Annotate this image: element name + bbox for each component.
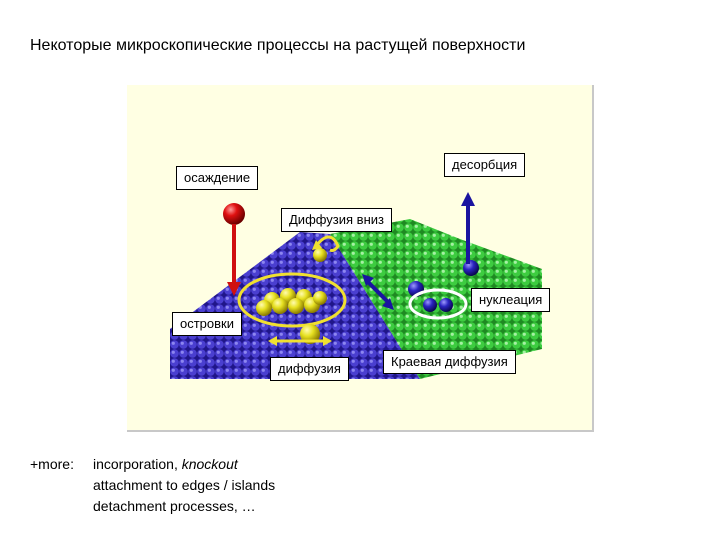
notes-line-3: detachment processes, … xyxy=(30,496,275,517)
slide-title: Некоторые микроскопические процессы на р… xyxy=(30,37,525,55)
label-downhill-diffusion: Диффузия вниз xyxy=(281,208,392,232)
label-edge-diffusion: Краевая диффузия xyxy=(383,350,516,374)
label-islands: островки xyxy=(172,312,242,336)
step-edge-atom xyxy=(313,248,327,262)
label-diffusion: диффузия xyxy=(270,357,349,381)
desorption-arrowhead xyxy=(461,192,475,206)
notes-lead: +more: xyxy=(30,454,93,475)
notes: +more:incorporation, knockout attachment… xyxy=(30,454,275,517)
label-deposition: осаждение xyxy=(176,166,258,190)
notes-line-1: +more:incorporation, knockout xyxy=(30,454,275,475)
desorbing-atom xyxy=(463,260,479,276)
notes-line-2: attachment to edges / islands xyxy=(30,475,275,496)
notes-line-1-text: incorporation, xyxy=(93,456,182,472)
label-nucleation: нуклеация xyxy=(471,288,550,312)
deposited-atom xyxy=(223,203,245,225)
label-desorption: десорбция xyxy=(444,153,525,177)
notes-line-1-italic: knockout xyxy=(182,456,238,472)
